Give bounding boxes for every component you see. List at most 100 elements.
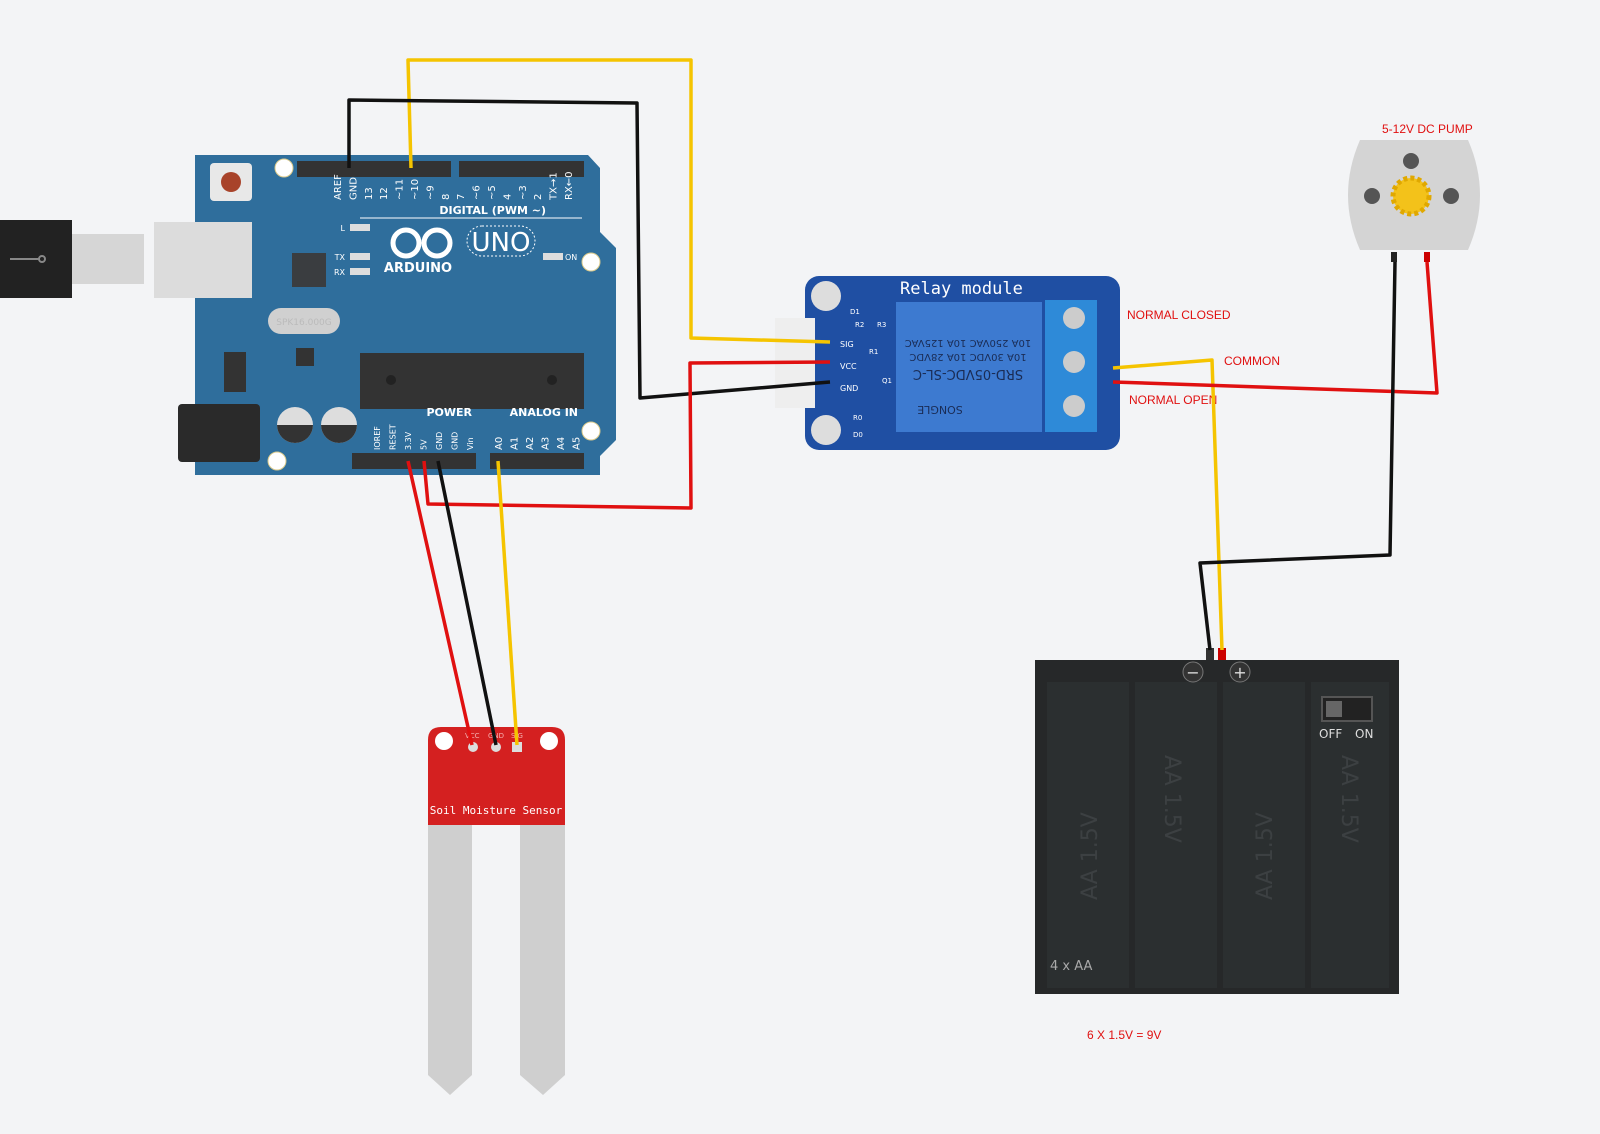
pin-label: 7 [456,194,467,200]
led-label: RX [334,268,346,277]
digital-header-left [297,161,451,177]
pin-label: GND [451,432,460,450]
relay-pin-label: SIG [840,340,854,349]
arduino-brand: ARDUINO [384,261,452,276]
plus-label: + [1233,663,1246,682]
label-common: COMMON [1224,354,1280,368]
relay-brand: SONGLE [917,403,963,416]
digital-header-label: DIGITAL (PWM ~) [439,204,546,217]
led-label: TX [334,253,346,262]
label-normal-closed: NORMAL CLOSED [1127,308,1231,322]
pin-label: GND [435,432,444,450]
plus-terminal-icon [1229,661,1251,683]
led-label: ON [565,253,577,262]
relay-coil [896,302,1042,432]
pin-label: 5V [420,439,429,450]
led-label: L [341,224,346,233]
digital-header-right [459,161,584,177]
crystal [268,308,340,334]
pin-label: 2 [533,194,544,200]
relay-spec: SRD-05VDC-SL-C [913,366,1023,381]
power-header-label: POWER [426,406,472,419]
gear-icon [1390,175,1432,217]
switch-on-label: ON [1355,727,1373,741]
pin-label: TX→1 [549,172,560,201]
usb-cable [0,220,144,298]
dc-pump[interactable] [1348,140,1480,262]
pin-label: 12 [379,187,390,200]
wire-yellow-a0-sensor [496,460,519,746]
arduino-logo [390,227,453,259]
pin-label: ~3 [518,185,529,200]
power-jack [178,404,260,462]
pin-label: Vin [466,437,475,450]
pin-label: ~9 [425,185,436,200]
pin-label: RX←0 [564,171,575,200]
pin-label: A3 [541,437,552,450]
relay-spec: 10A 30VDC 10A 28VDC [909,351,1026,362]
sensor-title: Soil Moisture Sensor [430,804,563,817]
pin-label: RESET [389,424,398,450]
switch-off-label: OFF [1319,727,1342,741]
pin-label: 8 [441,194,452,200]
pin-label: AREF [333,174,344,200]
cell-label: AA 1.5V [1336,755,1361,843]
pin-label: ~10 [410,179,421,200]
analog-header [490,453,584,469]
usb-icon [10,255,46,263]
label-normal-open: NORMAL OPEN [1129,393,1217,407]
pin-label: 4 [502,194,513,200]
cell-label: AA 1.5V [1159,755,1184,843]
relay-spec: 10A 250VAC 10A 125VAC [905,337,1032,348]
relay-pin-label: GND [840,384,858,393]
power-header [352,453,476,469]
wire-red-5v-vcc [422,360,831,510]
atmega-chip [360,353,584,409]
pin-label: A0 [494,437,505,450]
wire-yellow-common-battery [1112,358,1224,651]
pin-label: A4 [556,437,567,450]
crystal-label: SPK16.000G [276,318,332,328]
component-label: R3 [877,321,886,329]
component-label: D1 [850,308,860,316]
minus-terminal-icon [1182,661,1204,683]
pin-label: IOREF [373,426,382,450]
minus-label: − [1186,663,1199,682]
pin-label: 13 [364,187,375,200]
pin-label: A2 [525,437,536,450]
pin-label: 3.3V [404,431,413,450]
battery-pack[interactable]: AA 1.5V AA 1.5V AA 1.5V AA 1.5V − + OFF … [1035,648,1399,994]
pin-label: ~5 [487,185,498,200]
label-pump: 5-12V DC PUMP [1382,122,1473,136]
wire-red-no-pump [1112,261,1439,395]
battery-label: 4 x AA [1050,959,1092,974]
component-label: R1 [869,348,878,356]
wires [347,58,1439,746]
sensor-pin-label: VCC [465,732,480,740]
arduino-model: UNO [472,228,531,258]
component-label: R2 [855,321,864,329]
pin-label: A5 [572,437,583,450]
soil-moisture-sensor[interactable]: VCC GND SIG Soil Moisture Sensor [428,727,565,1095]
pin-label: A1 [510,437,521,450]
pin-label: ~6 [472,185,483,200]
relay-pin-label: VCC [840,362,857,371]
analog-header-label: ANALOG IN [510,406,578,419]
wire-yellow-d10-sig [406,58,831,344]
wire-black-pump-battery [1198,261,1397,651]
component-label: R0 [853,414,862,422]
wire-red-3v3-sensor [406,460,474,746]
wire-black-gnd-gnd [347,98,831,400]
wire-black-gnd-sensor [436,460,498,746]
cell-label: AA 1.5V [1078,812,1103,900]
usb-port [154,222,252,298]
arduino-uno-board[interactable]: SPK16.000G ARDUINO UNO DIGITAL (PWM ~) P… [154,155,616,475]
component-label: Q1 [882,377,892,385]
sensor-pin-label: GND [488,732,504,740]
pin-label: GND [348,177,359,200]
pin-label: ~11 [395,179,406,200]
cell-label: AA 1.5V [1253,812,1278,900]
relay-title: Relay module [900,279,1023,299]
component-label: D0 [853,431,863,439]
